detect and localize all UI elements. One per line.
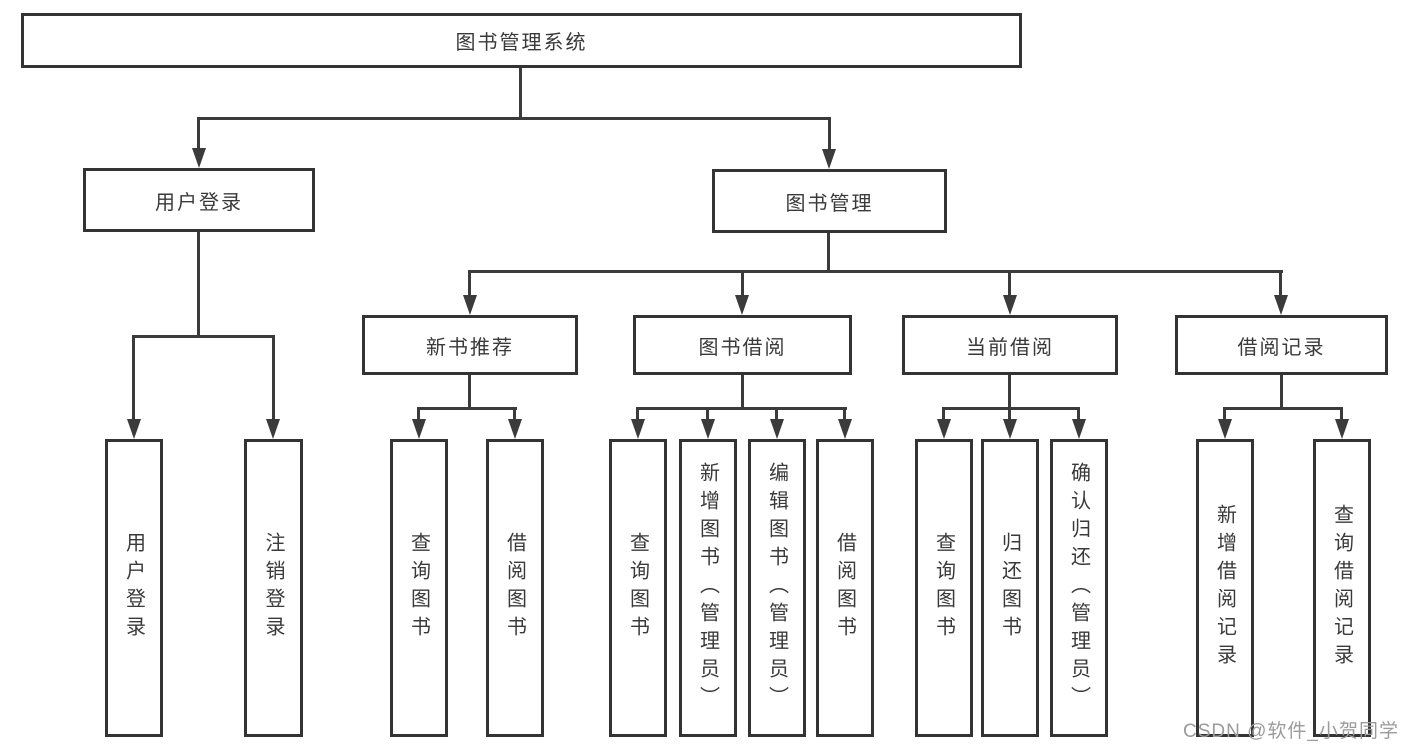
connector-line: [843, 407, 846, 421]
leaf-label: 归还图书: [998, 532, 1021, 644]
connector-line: [741, 270, 744, 297]
connector-line: [468, 375, 471, 410]
arrow-down-icon: [937, 419, 951, 439]
arrow-down-icon: [192, 148, 206, 168]
leaf-query-books-recommend: 查询图书: [390, 439, 448, 737]
leaf-label: 用户登录: [122, 532, 145, 644]
arrow-down-icon: [735, 295, 749, 315]
leaf-query-books-borrow: 查询图书: [609, 439, 667, 737]
arrow-down-icon: [508, 419, 522, 439]
leaf-label: 注销登录: [262, 532, 284, 644]
leaf-add-books-admin: 新增图书（管理员）: [679, 439, 737, 737]
leaf-label: 查询图书: [932, 532, 955, 644]
connector-line: [468, 270, 471, 297]
arrow-down-icon: [1335, 419, 1349, 439]
connector-line: [272, 335, 275, 421]
leaf-borrow-books-borrow: 借阅图书: [816, 439, 874, 737]
connector-line: [197, 117, 831, 120]
leaf-confirm-return-admin: 确认归还（管理员）: [1050, 439, 1108, 737]
node-book-borrowing: 图书借阅: [633, 315, 852, 375]
arrow-down-icon: [1003, 419, 1017, 439]
connector-line: [1280, 375, 1283, 410]
leaf-label: 编辑图书（管理员）: [765, 462, 788, 714]
connector-line: [1077, 407, 1080, 421]
leaf-label: 借阅图书: [503, 532, 526, 644]
arrow-down-icon: [127, 419, 141, 439]
leaf-borrow-books-recommend: 借阅图书: [486, 439, 544, 737]
arrow-down-icon: [701, 419, 715, 439]
arrow-down-icon: [463, 295, 477, 315]
connector-line: [1279, 270, 1282, 297]
leaf-label: 查询图书: [407, 532, 430, 644]
connector-line: [132, 335, 275, 338]
arrow-down-icon: [822, 149, 836, 169]
leaf-label: 新增图书（管理员）: [696, 462, 719, 714]
connector-line: [741, 375, 744, 410]
leaf-query-borrow-record: 查询借阅记录: [1313, 439, 1371, 737]
connector-line: [417, 407, 517, 410]
connector-line: [942, 407, 1080, 410]
connector-line: [1340, 407, 1343, 421]
leaf-add-borrow-record: 新增借阅记录: [1196, 439, 1254, 737]
watermark: CSDN @软件_小贺同学: [1183, 721, 1399, 742]
connector-line: [827, 233, 830, 273]
leaf-label: 查询图书: [626, 532, 649, 644]
leaf-return-books: 归还图书: [981, 439, 1039, 737]
leaf-logout-login: 注销登录: [244, 439, 303, 737]
connector-line: [417, 407, 420, 421]
connector-line: [828, 117, 831, 151]
arrow-down-icon: [1072, 419, 1086, 439]
connector-line: [1223, 407, 1343, 410]
connector-line: [1008, 375, 1011, 410]
connector-line: [1008, 407, 1011, 421]
arrow-down-icon: [266, 419, 280, 439]
leaf-label: 查询借阅记录: [1330, 504, 1353, 672]
arrow-down-icon: [1218, 419, 1232, 439]
node-borrowing-records: 借阅记录: [1175, 315, 1388, 375]
leaf-edit-books-admin: 编辑图书（管理员）: [748, 439, 806, 737]
node-root: 图书管理系统: [21, 13, 1022, 68]
connector-line: [513, 407, 516, 421]
leaf-label: 借阅图书: [833, 532, 856, 644]
node-book-management: 图书管理: [712, 169, 947, 233]
connector-line: [942, 407, 945, 421]
node-new-book-recommendation: 新书推荐: [362, 315, 578, 375]
node-user-login: 用户登录: [83, 168, 315, 232]
connector-line: [197, 117, 200, 150]
arrow-down-icon: [1274, 295, 1288, 315]
connector-line: [1008, 270, 1011, 297]
arrow-down-icon: [1003, 295, 1017, 315]
connector-line: [519, 68, 522, 120]
arrow-down-icon: [631, 419, 645, 439]
node-current-borrowing: 当前借阅: [902, 315, 1118, 375]
connector-line: [1223, 407, 1226, 421]
connector-line: [706, 407, 709, 421]
connector-line: [197, 232, 200, 338]
leaf-label: 确认归还（管理员）: [1067, 462, 1090, 714]
arrow-down-icon: [838, 419, 852, 439]
arrow-down-icon: [412, 419, 426, 439]
arrow-down-icon: [770, 419, 784, 439]
connector-line: [636, 407, 847, 410]
connector-line: [132, 335, 135, 421]
leaf-label: 新增借阅记录: [1213, 504, 1236, 672]
leaf-query-books-current: 查询图书: [915, 439, 973, 737]
connector-line: [775, 407, 778, 421]
leaf-user-login: 用户登录: [105, 439, 163, 737]
connector-line: [468, 270, 1283, 273]
connector-line: [636, 407, 639, 421]
